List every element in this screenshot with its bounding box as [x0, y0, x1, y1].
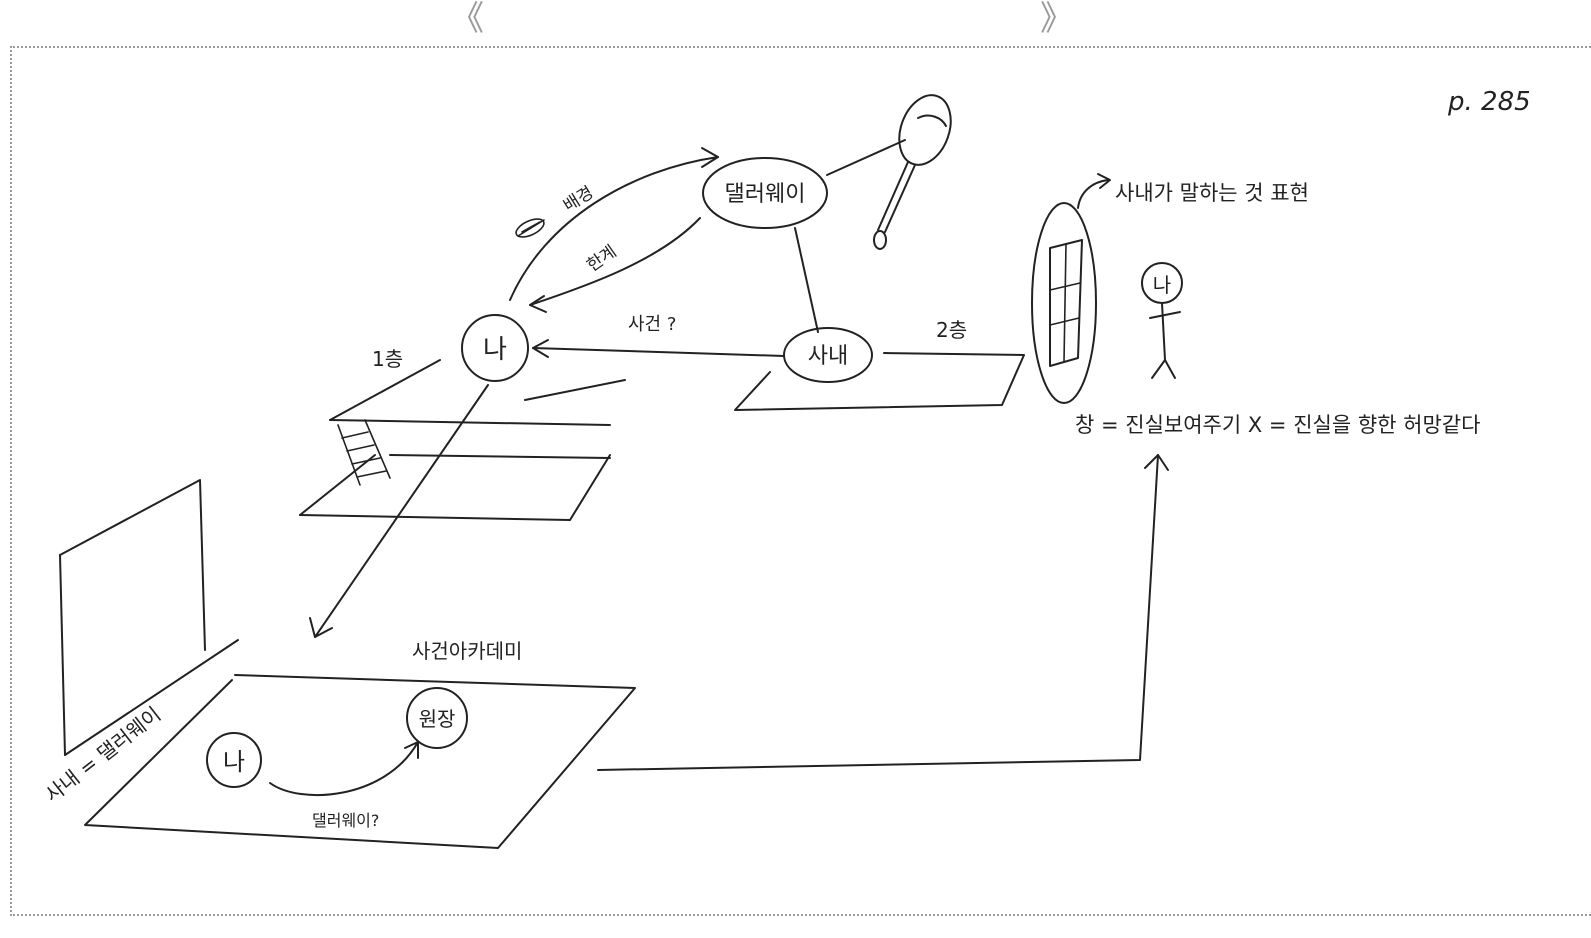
- node-director: 원장: [407, 688, 467, 748]
- incident-question-label: 사건 ?: [628, 314, 676, 335]
- floor-plate-2: [735, 353, 1024, 410]
- node-me-window-label: 나: [1153, 273, 1171, 297]
- arrow-me-to-academy: [315, 385, 488, 637]
- ladder: [338, 420, 390, 485]
- floor-plate-1: [300, 360, 625, 520]
- mirror-icon: [827, 88, 960, 249]
- node-dallaway-label: 댈러웨이: [725, 182, 806, 207]
- window-equation-label: 창 = 진실보여주기 X = 진실을 향한 허망같다: [1075, 413, 1480, 437]
- sane-equals-dallaway-label: 사내 = 댈러웨이: [40, 702, 165, 807]
- arrow-academy-to-window: [598, 455, 1158, 770]
- line-dallaway-to-sane: [795, 228, 818, 332]
- node-sane: 사내: [784, 328, 872, 382]
- node-me-top-label: 나: [483, 335, 507, 365]
- window-note-label: 사내가 말하는 것 표현: [1115, 181, 1309, 205]
- background-label: 배경: [560, 183, 597, 217]
- node-me-bottom-label: 나: [223, 748, 245, 776]
- window-icon: [1032, 203, 1096, 403]
- node-director-label: 원장: [419, 707, 456, 731]
- page-number: p. 285: [1447, 87, 1531, 117]
- arrowhead-me-top: [530, 296, 546, 312]
- node-me-window: 나: [1142, 263, 1182, 378]
- limit-label: 한계: [583, 242, 620, 276]
- academy-label: 사건아카데미: [412, 639, 522, 663]
- floor-1-label: 1층: [372, 347, 403, 371]
- node-sane-label: 사내: [808, 344, 848, 369]
- arrow-me-to-director: [270, 742, 418, 795]
- floor-2-label: 2층: [936, 318, 967, 342]
- node-me-top: 나: [462, 315, 528, 381]
- arrow-sane-to-me: [533, 348, 784, 356]
- node-me-bottom: 나: [207, 733, 261, 787]
- dallaway-question-label: 댈러웨이?: [312, 811, 379, 830]
- node-dallaway: 댈러웨이: [703, 158, 827, 228]
- background-eye-icon: [513, 215, 546, 240]
